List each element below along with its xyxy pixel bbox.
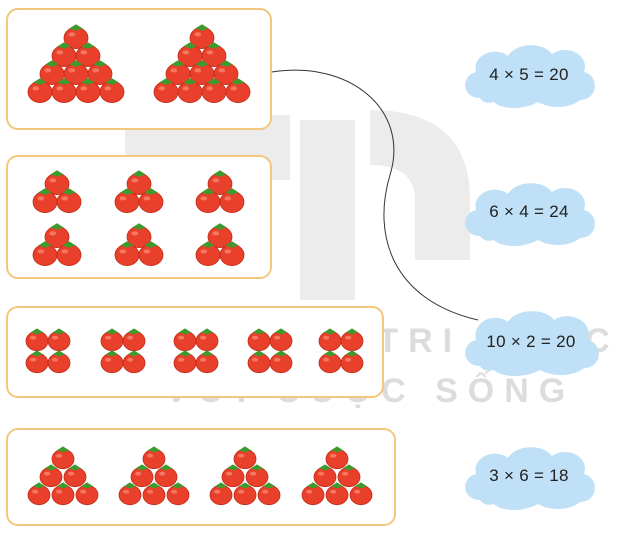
tomato-icon <box>219 188 245 213</box>
tomato-icon <box>63 24 89 49</box>
tomato-icon <box>118 482 142 506</box>
tomato-icon <box>189 24 215 49</box>
tomato-icon <box>122 328 146 352</box>
tomato-icon <box>269 328 293 352</box>
tomato-icon <box>100 328 124 352</box>
tomato-icon <box>233 482 257 506</box>
tomato-icon <box>56 188 82 213</box>
tomato-icon <box>195 241 221 266</box>
tomato-icon <box>173 350 197 374</box>
tomato-icon <box>126 223 152 248</box>
tomato-group-panel-3[interactable] <box>6 306 384 398</box>
tomato-icon <box>195 328 219 352</box>
tomato-icon <box>100 350 124 374</box>
tomato-icon <box>325 446 349 470</box>
tomato-icon <box>51 446 75 470</box>
expression-cloud-2[interactable]: 6 × 4 = 24 <box>458 176 600 248</box>
tomato-icon <box>233 446 257 470</box>
tomato-icon <box>27 482 51 506</box>
tomato-icon <box>340 350 364 374</box>
tomato-icon <box>153 78 179 103</box>
cloud-shape-icon <box>465 447 595 510</box>
expression-cloud-4[interactable]: 3 × 6 = 18 <box>458 440 600 512</box>
tomato-icon <box>25 328 49 352</box>
tomato-icon <box>114 241 140 266</box>
tomato-icon <box>51 482 75 506</box>
tomato-icon <box>39 464 63 488</box>
expression-text: 6 × 4 = 24 <box>489 202 569 221</box>
tomato-icon <box>213 60 239 85</box>
tomato-icon <box>56 241 82 266</box>
tomato-icon <box>207 223 233 248</box>
tomato-icon <box>122 350 146 374</box>
tomato-icon <box>39 60 65 85</box>
tomato-icon <box>75 78 101 103</box>
tomato-icon <box>75 482 99 506</box>
tomato-icon <box>219 241 245 266</box>
expression-cloud-1[interactable]: 4 × 5 = 20 <box>458 40 600 110</box>
tomato-icon <box>225 78 251 103</box>
expression-cloud-3[interactable]: 10 × 2 = 20 <box>458 304 604 378</box>
tomato-icon <box>301 482 325 506</box>
tomato-icon <box>349 482 373 506</box>
tomato-icon <box>195 188 221 213</box>
tomato-icon <box>138 241 164 266</box>
tomato-icon <box>313 464 337 488</box>
tomato-icon <box>325 482 349 506</box>
tomato-icon <box>63 464 87 488</box>
expression-text: 3 × 6 = 18 <box>489 466 569 485</box>
tomato-icon <box>130 464 154 488</box>
tomato-icon <box>207 170 233 195</box>
tomato-icon <box>142 446 166 470</box>
tomato-icon <box>257 482 281 506</box>
tomato-icon <box>126 170 152 195</box>
match-line <box>271 69 479 321</box>
tomato-icon <box>44 223 70 248</box>
tomato-icon <box>87 60 113 85</box>
tomato-icon <box>51 42 77 67</box>
tomato-icon <box>247 350 271 374</box>
tomato-icon <box>221 464 245 488</box>
tomato-icon <box>47 350 71 374</box>
tomato-icon <box>142 482 166 506</box>
cloud-shape-icon <box>465 311 599 376</box>
cloud-shape-icon <box>465 183 595 246</box>
tomato-icon <box>138 188 164 213</box>
tomato-icon <box>114 188 140 213</box>
tomato-icon <box>51 78 77 103</box>
tomato-icon <box>177 78 203 103</box>
tomato-icon <box>340 328 364 352</box>
tomato-icon <box>154 464 178 488</box>
tomato-icon <box>245 464 269 488</box>
expression-text: 4 × 5 = 20 <box>489 65 569 84</box>
tomato-icon <box>99 78 125 103</box>
tomato-icon <box>75 42 101 67</box>
tomato-icon <box>269 350 293 374</box>
tomato-icon <box>195 350 219 374</box>
tomato-icon <box>337 464 361 488</box>
tomato-icon <box>209 482 233 506</box>
tomato-icon <box>166 482 190 506</box>
expression-text: 10 × 2 = 20 <box>486 332 576 351</box>
tomato-icon <box>27 78 53 103</box>
cloud-shape-icon <box>465 45 595 108</box>
tomato-icon <box>44 170 70 195</box>
tomato-icon <box>201 42 227 67</box>
